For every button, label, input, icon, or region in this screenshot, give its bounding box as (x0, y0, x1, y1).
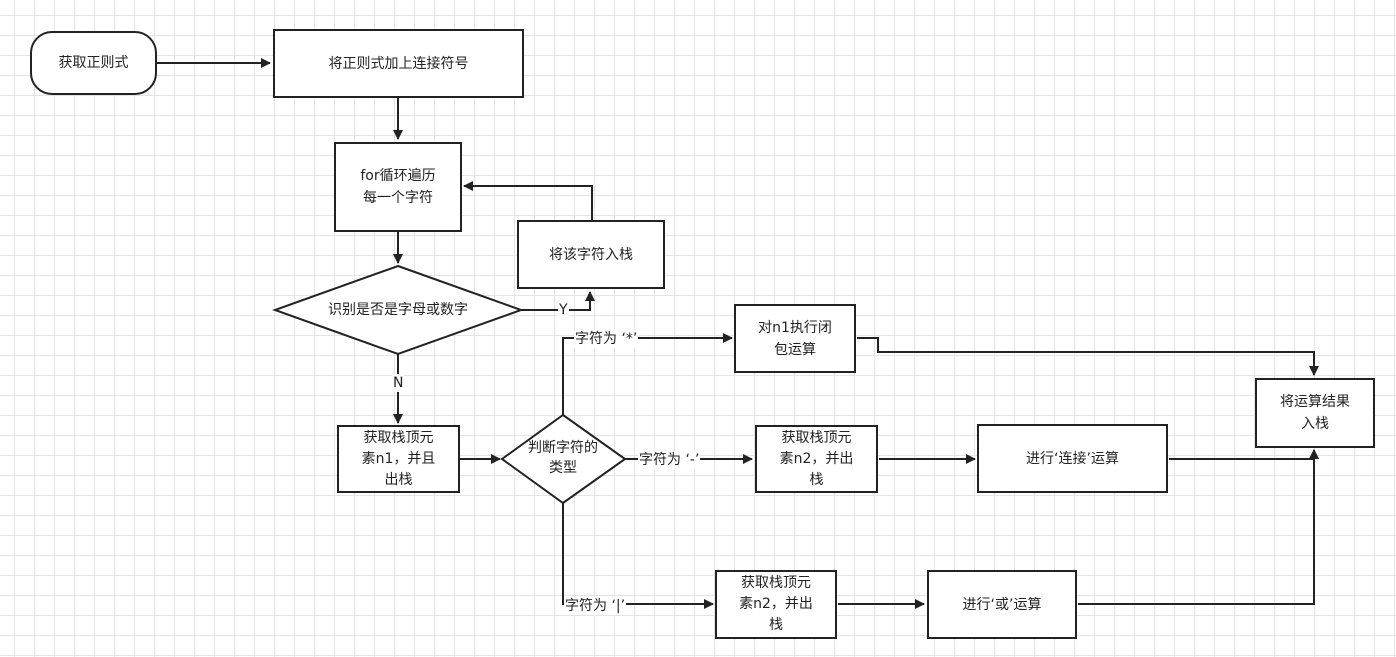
node-push-char: 将该字符入栈 (517, 220, 665, 289)
decision-type-shape (500, 413, 627, 505)
edge-concat-to-result (1169, 449, 1319, 460)
decision-type-label: 判断字符的 类型 (528, 440, 598, 476)
edge-decision-yes (521, 291, 595, 311)
node-get-regex: 获取正则式 (30, 31, 157, 95)
edge-or-to-result (1078, 449, 1319, 605)
node-for-loop: for循环遍历 每一个字符 (334, 142, 462, 232)
node-closure: 对n1执行闭 包运算 (734, 304, 856, 373)
label-star: 字符为 ‘*’ (574, 330, 639, 348)
node-pop-n2-concat: 获取栈顶元 素n2，并出 栈 (755, 425, 878, 493)
label-pipe: 字符为 ‘|’ (564, 597, 627, 615)
edge-push-to-for (463, 181, 593, 220)
edge-star (562, 333, 733, 415)
label-no: N (392, 374, 405, 392)
node-do-or: 进行‘或’运算 (927, 570, 1077, 639)
node-pop-n1: 获取栈顶元 素n1，并且 出栈 (337, 425, 460, 493)
node-add-concat: 将正则式加上连接符号 (273, 29, 524, 98)
node-do-concat: 进行‘连接’运算 (977, 424, 1168, 493)
node-push-result: 将运算结果 入栈 (1255, 378, 1375, 448)
label-dash: 字符为 ‘-’ (638, 451, 701, 469)
decision-alnum-label: 识别是否是字母或数字 (328, 302, 468, 318)
node-pop-n2-or: 获取栈顶元 素n2，并出 栈 (715, 570, 837, 639)
label-yes: Y (558, 301, 569, 319)
edge-closure-to-result (857, 337, 1319, 376)
edge-pipe (562, 503, 714, 609)
decision-alnum-shape (272, 264, 524, 356)
